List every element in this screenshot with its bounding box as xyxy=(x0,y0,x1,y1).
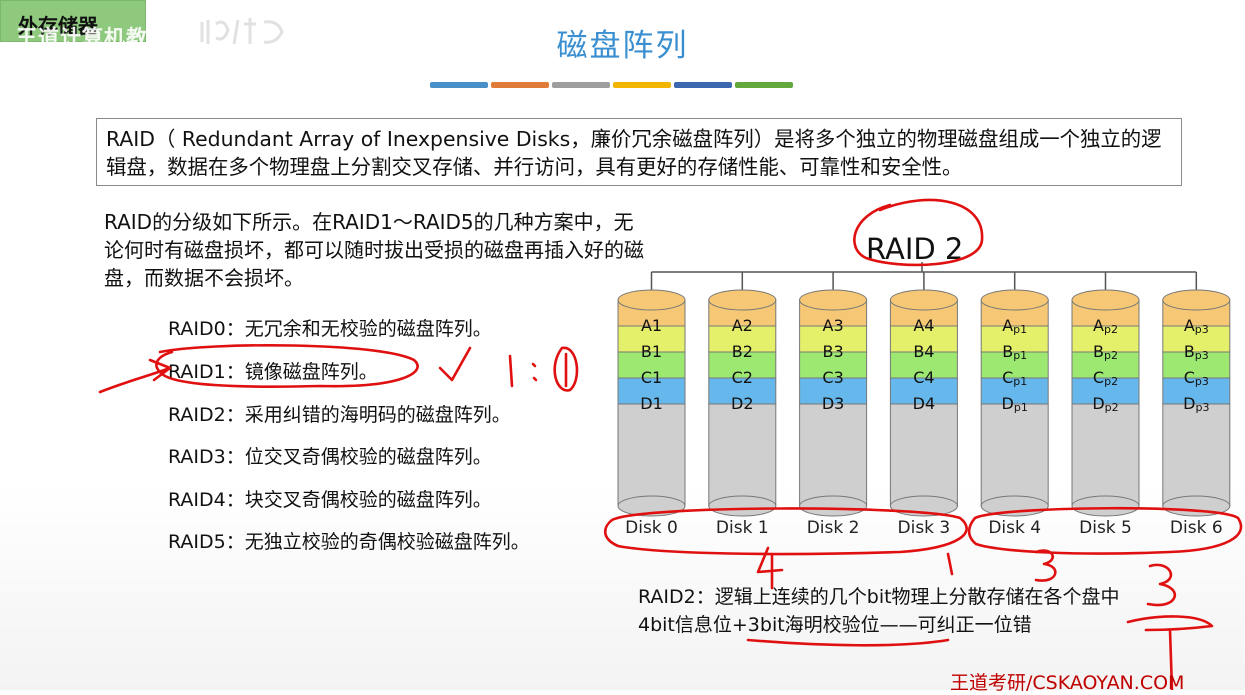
disk-label-6: Disk 6 xyxy=(1169,518,1223,538)
disk-4-layer-1 xyxy=(980,325,1049,353)
disk-label-3: Disk 3 xyxy=(897,518,951,538)
disk-label-1: Disk 1 xyxy=(715,518,769,538)
disk-0-layer-2 xyxy=(617,351,686,379)
accent-bar-0 xyxy=(430,82,488,88)
disk-4-base xyxy=(980,495,1049,517)
disk-6-cell-0: Ap3 xyxy=(1183,316,1209,336)
disk-1-layer-1 xyxy=(708,325,777,353)
disk-6-top xyxy=(1162,289,1231,311)
section-tag xyxy=(0,0,146,42)
disk-2-layer-3 xyxy=(799,377,868,405)
disk-5-top xyxy=(1071,289,1140,311)
disk-3-cell-3: D4 xyxy=(912,394,936,413)
disk-5-cell-3: Dp2 xyxy=(1092,394,1119,414)
raid-level-5: RAID5：无独立校验的奇偶校验磁盘阵列。 xyxy=(168,531,530,553)
disk-3-body xyxy=(889,403,958,507)
disk-2-cell-0: A3 xyxy=(822,316,844,335)
disk-1-body xyxy=(708,403,777,507)
watermark-text: 王道计算机教育 xyxy=(16,26,170,50)
disk-4-cell-0: Ap1 xyxy=(1002,316,1028,336)
disk-6-layer-1 xyxy=(1162,325,1231,353)
disk-6-cell-3: Dp3 xyxy=(1183,394,1210,414)
disk-4-cell-1: Bp1 xyxy=(1002,342,1028,362)
disk-1-layer-3 xyxy=(708,377,777,405)
disk-label-4: Disk 4 xyxy=(988,518,1042,538)
disk-0-layer-3 xyxy=(617,377,686,405)
disk-6-body xyxy=(1162,403,1231,507)
disk-5-cell-1: Bp2 xyxy=(1093,342,1118,362)
disk-2-cell-2: C3 xyxy=(822,368,844,387)
accent-bar-5 xyxy=(735,82,793,88)
disk-0-cell-3: D1 xyxy=(640,394,663,413)
disk-1-cell-3: D2 xyxy=(731,394,754,413)
disk-6-layer-3 xyxy=(1162,377,1231,405)
disk-5-base xyxy=(1071,495,1140,517)
disk-2-layer-1 xyxy=(799,325,868,353)
definition-text: RAID（ Redundant Array of Inexpensive Dis… xyxy=(106,127,1162,179)
section-title: 外存储器 xyxy=(18,14,98,38)
disk-4-body xyxy=(980,403,1049,507)
disk-4-top xyxy=(980,289,1049,311)
disk-6-cell-2: Cp3 xyxy=(1183,368,1209,388)
disk-3-layer-3 xyxy=(889,377,958,405)
disk-2-cell-3: D3 xyxy=(821,394,845,413)
disk-1-top xyxy=(708,289,777,311)
accent-bar-1 xyxy=(491,82,549,88)
watermark-logo xyxy=(200,18,284,45)
disk-label-5: Disk 5 xyxy=(1079,518,1132,538)
disk-3-top xyxy=(889,289,958,311)
disk-3-cell-2: C4 xyxy=(913,368,935,387)
disk-4-cell-3: Dp1 xyxy=(1001,394,1028,414)
disk-0-cell-1: B1 xyxy=(640,342,663,361)
disk-0-top xyxy=(617,289,686,311)
disk-4-cell-2: Cp1 xyxy=(1002,368,1028,388)
accent-bar-4 xyxy=(674,82,732,88)
disk-0-cell-2: C1 xyxy=(640,368,663,387)
raid2-note-2: 4bit信息位+3bit海明校验位——可纠正一位错 xyxy=(638,614,1032,636)
disk-2-top xyxy=(799,289,868,311)
raid2-note-1: RAID2：逻辑上连续的几个bit物理上分散存储在各个盘中 xyxy=(638,586,1120,608)
footer-brand: 王道考研/CSKAOYAN.COM xyxy=(950,672,1185,694)
disk-label-0: Disk 0 xyxy=(625,518,678,538)
disk-5-cell-0: Ap2 xyxy=(1093,316,1118,336)
disk-1-base xyxy=(708,495,777,517)
disk-0-cell-0: A1 xyxy=(640,316,663,335)
disk-3-cell-0: A4 xyxy=(913,316,935,335)
disk-1-cell-2: C2 xyxy=(731,368,753,387)
disk-2-cell-1: B3 xyxy=(822,342,844,361)
raid-level-3: RAID3：位交叉奇偶校验的磁盘阵列。 xyxy=(168,446,492,468)
disk-1-cell-1: B2 xyxy=(731,342,753,361)
disk-6-layer-2 xyxy=(1162,351,1231,379)
accent-bar-2 xyxy=(552,82,610,88)
raid-level-4: RAID4：块交叉奇偶校验的磁盘阵列。 xyxy=(168,489,492,511)
disk-2-body xyxy=(799,403,868,507)
disk-5-cell-2: Cp2 xyxy=(1092,368,1119,388)
disk-5-body xyxy=(1071,403,1140,507)
disk-2-layer-2 xyxy=(799,351,868,379)
disk-5-layer-2 xyxy=(1071,351,1140,379)
disk-0-body xyxy=(617,403,686,507)
disk-1-cell-0: A2 xyxy=(731,316,753,335)
disk-3-base xyxy=(889,495,958,517)
disk-3-cell-1: B4 xyxy=(913,342,935,361)
disk-0-base xyxy=(617,495,686,517)
intro-paragraph: RAID的分级如下所示。在RAID1～RAID5的几种方案中，无论何时有磁盘损坏… xyxy=(104,210,644,290)
accent-bar-3 xyxy=(613,82,671,88)
raid-level-2: RAID2：采用纠错的海明码的磁盘阵列。 xyxy=(168,404,511,426)
definition-box: RAID（ Redundant Array of Inexpensive Dis… xyxy=(96,118,1182,186)
disk-label-2: Disk 2 xyxy=(806,518,860,538)
disk-4-layer-2 xyxy=(980,351,1049,379)
disk-2-base xyxy=(799,495,868,517)
disk-6-base xyxy=(1162,495,1231,517)
raid-level-0: RAID0：无冗余和无校验的磁盘阵列。 xyxy=(168,318,492,340)
disk-0-layer-1 xyxy=(617,325,686,353)
disk-6-cell-1: Bp3 xyxy=(1183,342,1209,362)
disk-5-layer-3 xyxy=(1071,377,1140,405)
disk-1-layer-2 xyxy=(708,351,777,379)
slide-title: 磁盘阵列 xyxy=(556,28,689,64)
